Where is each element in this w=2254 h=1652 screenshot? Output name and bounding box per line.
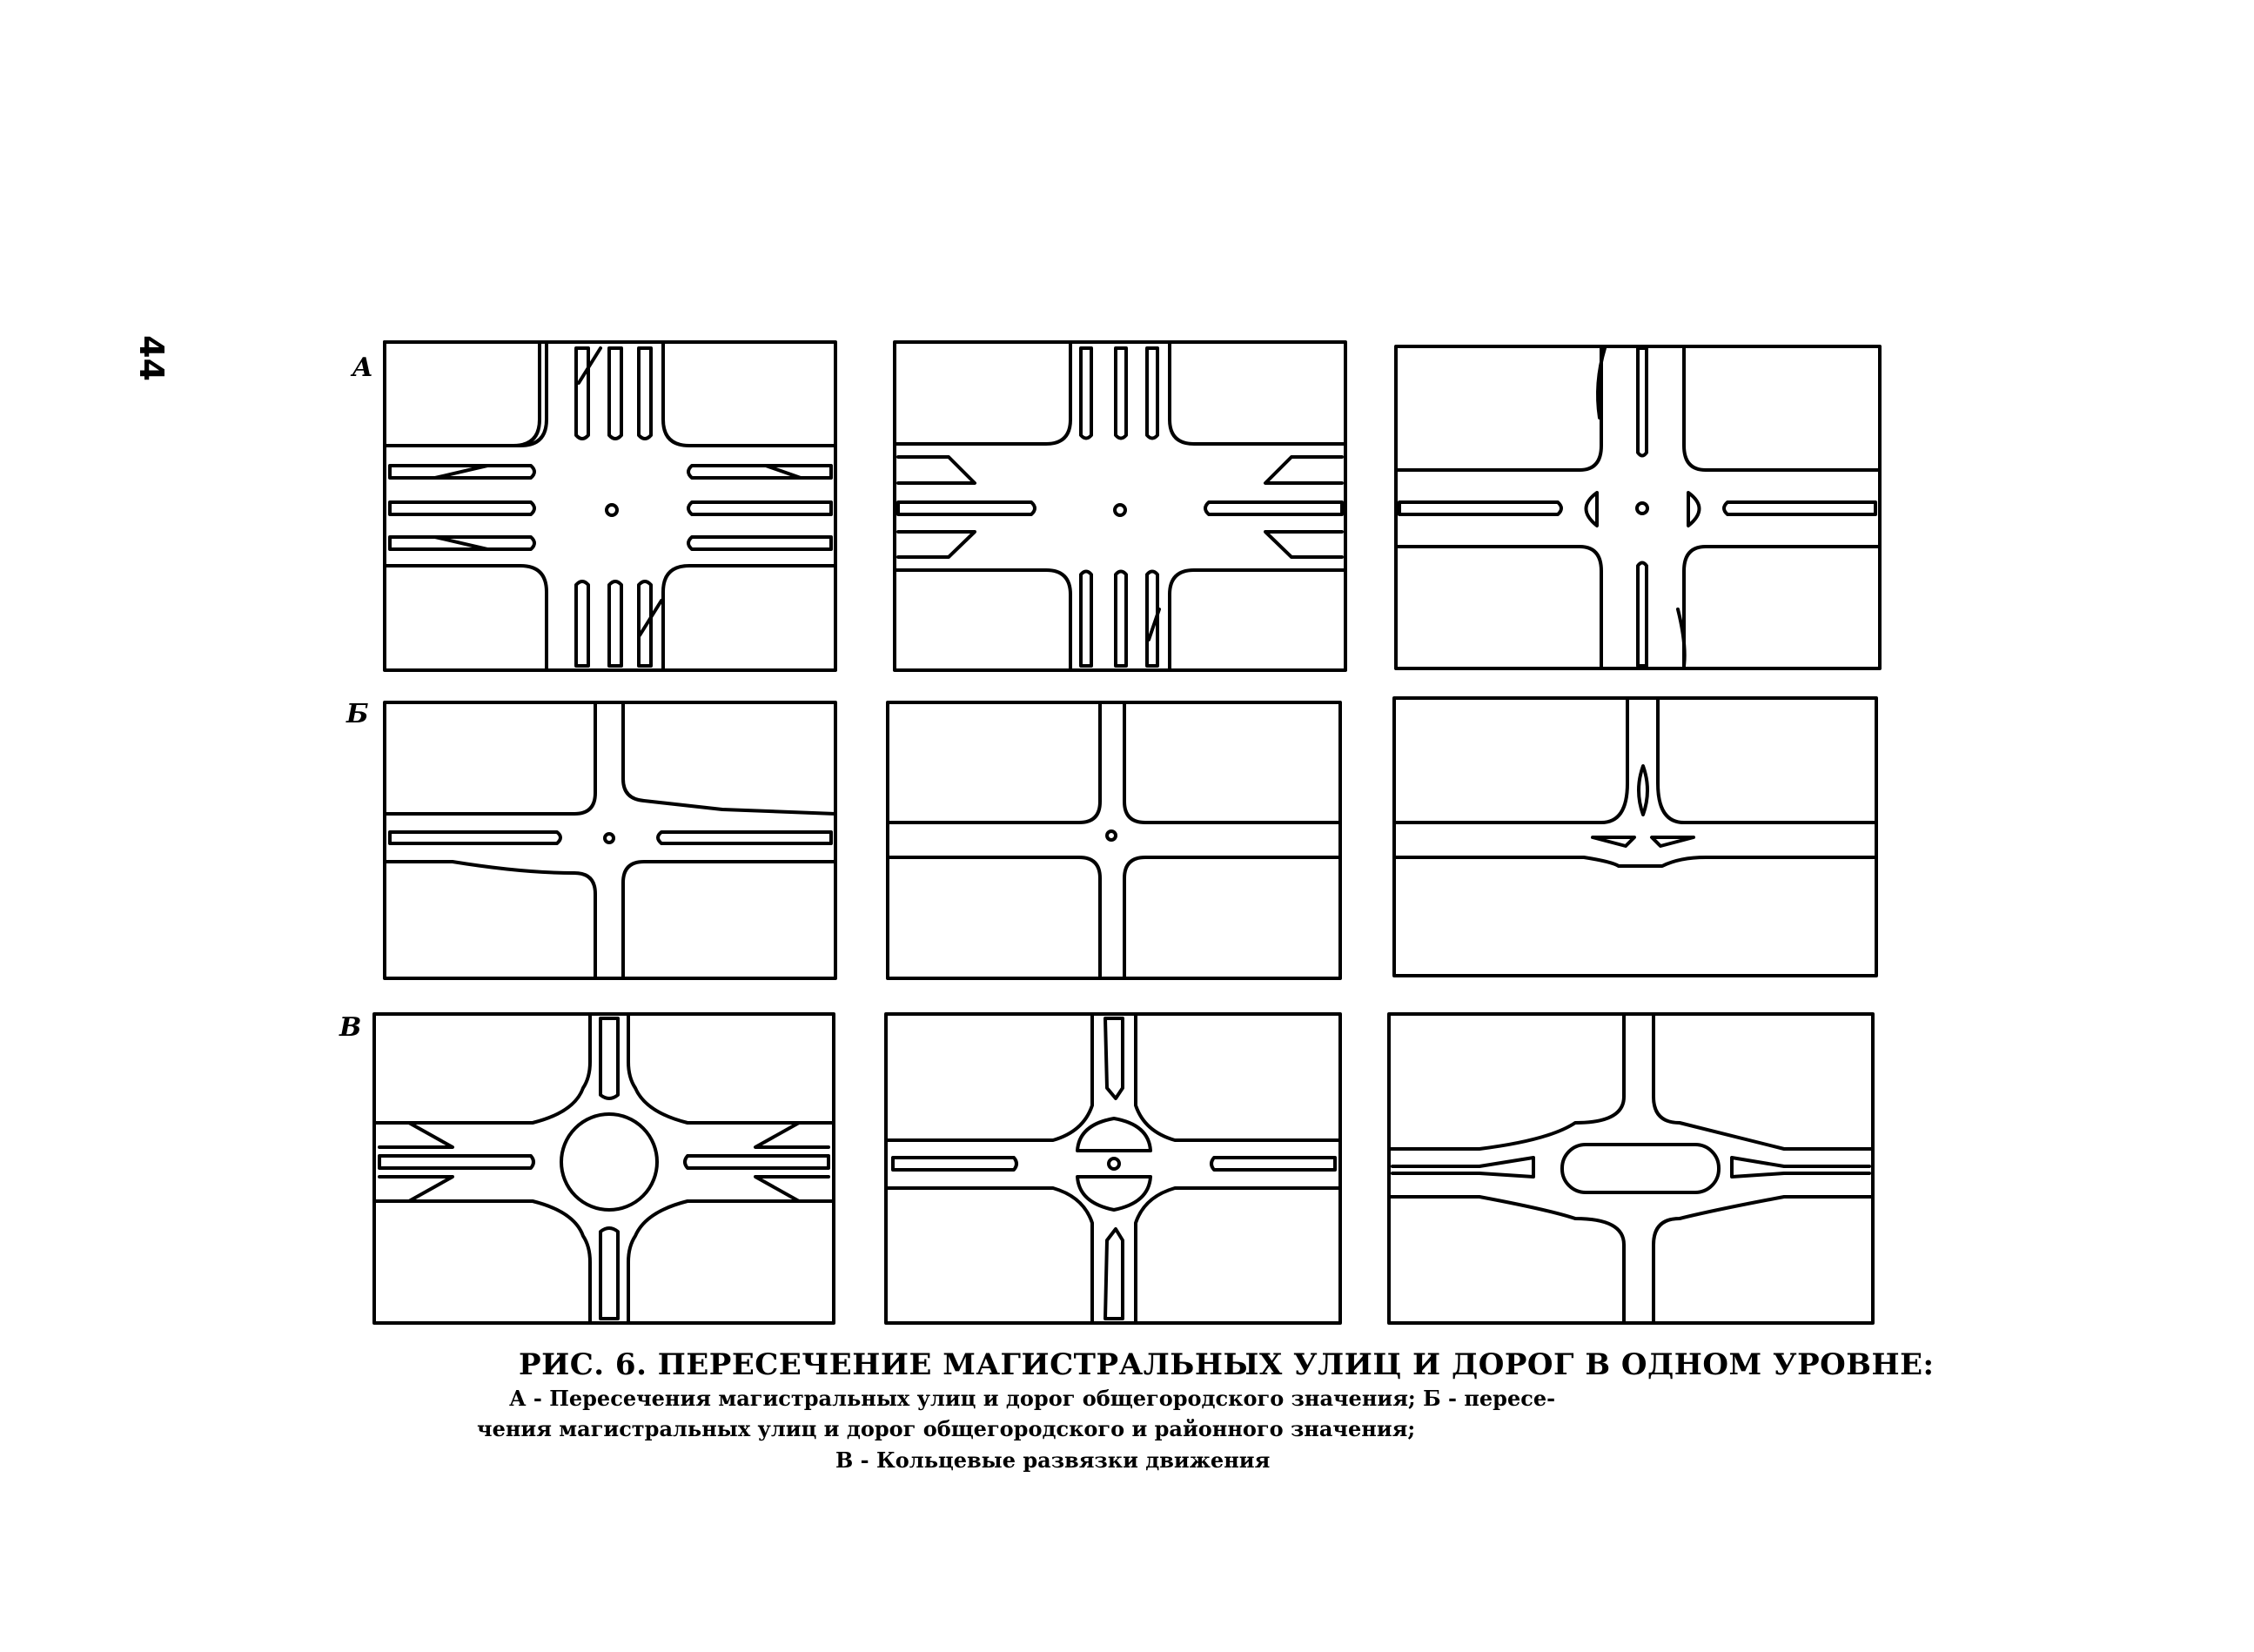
- diagram-c1: [372, 1012, 835, 1325]
- row-label-c: В: [339, 1012, 362, 1043]
- diagram-b3: [1392, 696, 1878, 977]
- diagram-b2: [886, 701, 1342, 980]
- row-label-b: Б: [346, 699, 369, 729]
- diagram-a1: [383, 340, 837, 672]
- diagram-c3: [1387, 1012, 1875, 1325]
- diagram-c2: [884, 1012, 1342, 1325]
- diagram-a3: [1394, 345, 1882, 670]
- caption-line-1: А - Пересечения магистральных улиц и дор…: [509, 1386, 1556, 1411]
- caption-line-2: чения магистральных улиц и дорог общегор…: [477, 1416, 1416, 1441]
- row-label-a: A: [352, 353, 373, 383]
- diagram-b1: [383, 701, 837, 980]
- diagram-a2: [893, 340, 1347, 672]
- caption-line-3: В - Кольцевые развязки движения: [835, 1447, 1271, 1473]
- caption-title: РИС. 6. ПЕРЕСЕЧЕНИЕ МАГИСТРАЛЬНЫХ УЛИЦ И…: [519, 1347, 1935, 1382]
